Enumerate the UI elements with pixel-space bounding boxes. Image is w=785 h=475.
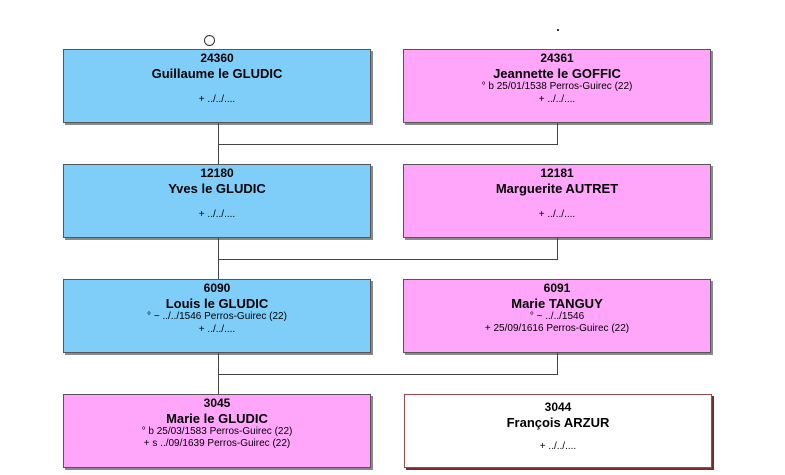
person-card-12180[interactable]: 12180 Yves le GLUDIC + ../../.... xyxy=(63,164,371,238)
person-number: 3044 xyxy=(544,400,572,414)
connector-line xyxy=(557,238,558,259)
person-number: 3045 xyxy=(203,396,231,410)
person-death: + ../../.... xyxy=(198,94,236,105)
person-death: + ../../.... xyxy=(538,209,576,220)
person-number: 12181 xyxy=(540,166,574,180)
person-number: 6090 xyxy=(203,281,231,295)
person-number: 12180 xyxy=(200,166,234,180)
person-number: 24361 xyxy=(540,51,574,65)
connector-line xyxy=(557,123,558,144)
person-card-24361[interactable]: 24361 Jeannette le GOFFIC ° b 25/01/1538… xyxy=(403,49,711,123)
person-birth: ° b 25/01/1538 Perros-Guirec (22) xyxy=(481,81,633,92)
person-card-6090[interactable]: 6090 Louis le GLUDIC ° ~ ../../1546 Perr… xyxy=(63,279,371,353)
couple-line xyxy=(218,259,558,260)
person-death: + ../../.... xyxy=(538,94,576,105)
person-card-3045[interactable]: 3045 Marie le GLUDIC ° b 25/03/1583 Perr… xyxy=(63,394,371,468)
person-name: Marguerite AUTRET xyxy=(495,181,619,196)
connector-line xyxy=(557,353,558,374)
person-name: Yves le GLUDIC xyxy=(168,181,266,196)
descent-line xyxy=(218,144,219,164)
person-name: Guillaume le GLUDIC xyxy=(151,66,283,81)
connector-line xyxy=(218,353,219,374)
person-death: + ../../.... xyxy=(198,209,236,220)
person-name: Louis le GLUDIC xyxy=(165,296,269,311)
person-death: + 25/09/1616 Perros-Guirec (22) xyxy=(484,323,630,334)
person-death: + s ../09/1639 Perros-Guirec (22) xyxy=(143,438,291,449)
connector-line xyxy=(218,238,219,259)
couple-line xyxy=(218,144,558,145)
person-birth: ° b 25/03/1583 Perros-Guirec (22) xyxy=(141,426,293,437)
descent-line xyxy=(218,374,219,394)
descent-line xyxy=(218,259,219,279)
person-card-24360[interactable]: 24360 Guillaume le GLUDIC + ../../.... xyxy=(63,49,371,123)
couple-line xyxy=(218,374,558,375)
person-card-6091[interactable]: 6091 Marie TANGUY ° ~ ../../1546 + 25/09… xyxy=(403,279,711,353)
connector-line xyxy=(218,123,219,144)
person-name: Marie le GLUDIC xyxy=(166,411,268,426)
person-death: + ../../.... xyxy=(198,324,236,335)
person-death: + ../../.... xyxy=(539,441,577,452)
person-card-12181[interactable]: 12181 Marguerite AUTRET + ../../.... xyxy=(403,164,711,238)
root-marker-dot-icon xyxy=(557,29,559,31)
person-name: François ARZUR xyxy=(506,415,610,430)
person-birth: ° ~ ../../1546 Perros-Guirec (22) xyxy=(147,311,287,322)
person-number: 6091 xyxy=(543,281,571,295)
root-marker-circle-icon xyxy=(204,35,215,46)
person-number: 24360 xyxy=(200,51,234,65)
person-birth: ° ~ ../../1546 xyxy=(529,311,585,322)
person-name: Jeannette le GOFFIC xyxy=(493,66,621,81)
person-card-3044[interactable]: 3044 François ARZUR + ../../.... xyxy=(404,394,712,468)
person-name: Marie TANGUY xyxy=(511,296,603,311)
